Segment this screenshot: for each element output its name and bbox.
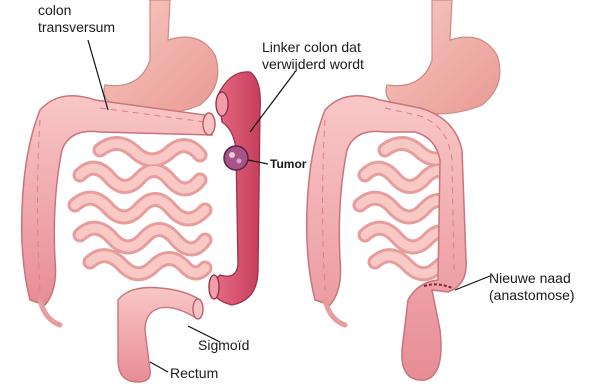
label-colon-transversum-line2: transversum <box>38 19 115 36</box>
stomach <box>104 0 218 114</box>
label-tumor: Tumor <box>270 156 306 173</box>
label-colon-transversum-line1: colon <box>38 2 115 19</box>
label-linker-colon-line2: verwijderd wordt <box>262 56 364 73</box>
label-colon-transversum: colon transversum <box>38 2 115 36</box>
tumor-mass <box>224 146 248 170</box>
label-nieuwe-naad-line1: Nieuwe naad <box>489 270 575 287</box>
transverse-colon-cut-end <box>203 113 215 135</box>
label-linker-colon-line1: Linker colon dat <box>262 39 364 56</box>
label-nieuwe-naad-line2: (anastomose) <box>489 287 575 304</box>
label-sigmoid: Sigmoïd <box>198 337 249 354</box>
stomach-after <box>386 0 500 114</box>
label-rectum: Rectum <box>170 365 218 382</box>
before-surgery-figure <box>22 0 295 382</box>
label-linker-colon: Linker colon dat verwijderd wordt <box>262 39 364 73</box>
small-intestine <box>75 143 205 273</box>
label-nieuwe-naad: Nieuwe naad (anastomose) <box>489 270 575 304</box>
